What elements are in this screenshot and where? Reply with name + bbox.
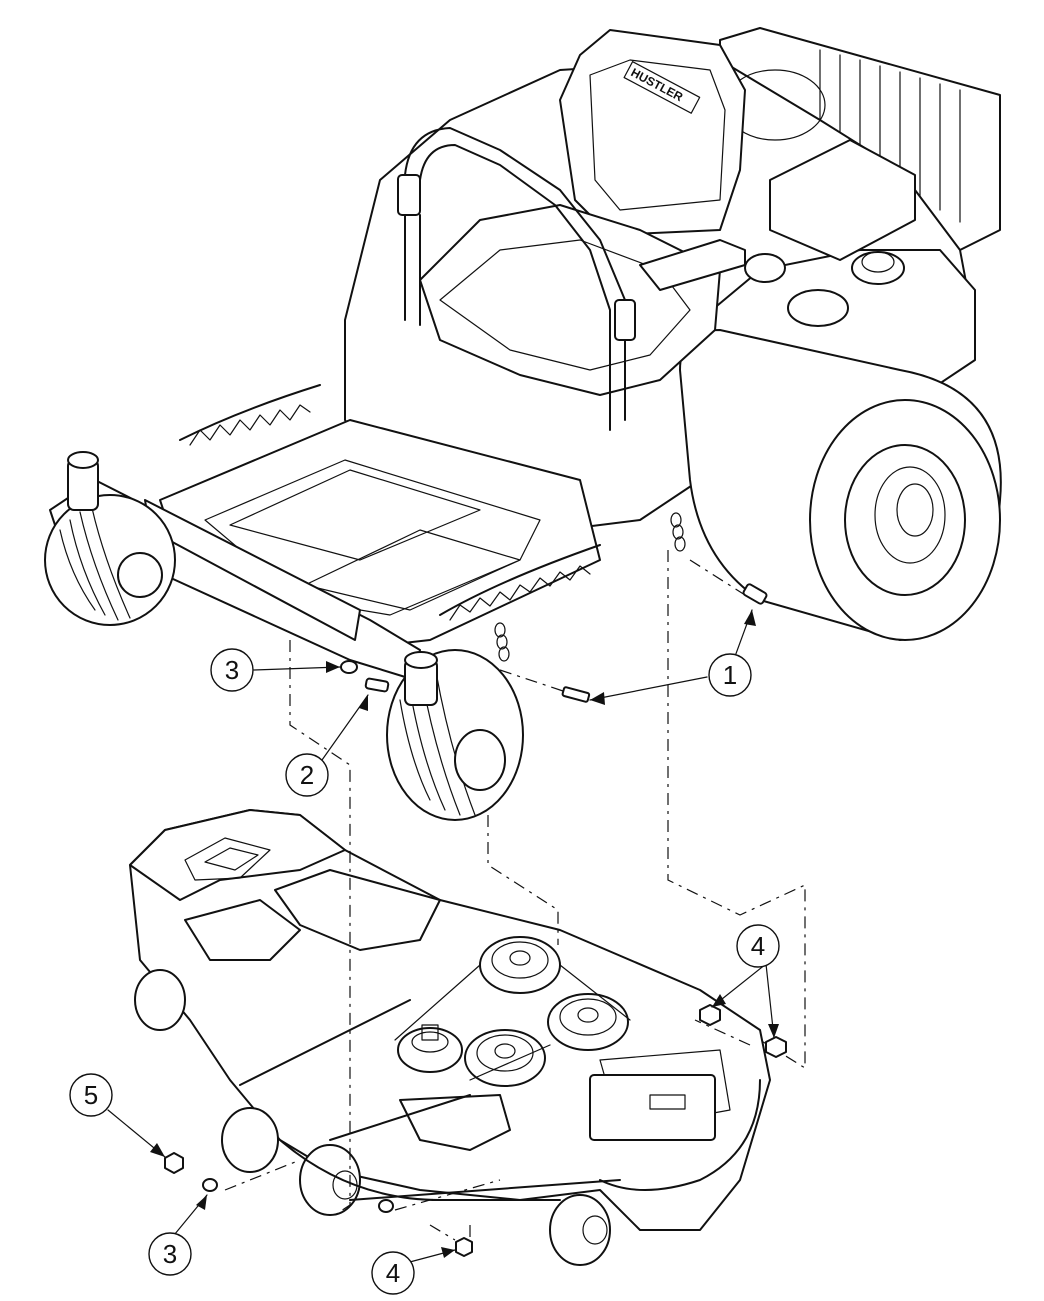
washer-3b (202, 1178, 218, 1192)
svg-text:3: 3 (163, 1239, 177, 1269)
svg-text:3: 3 (225, 655, 239, 685)
nut-4c (378, 1199, 394, 1213)
bolt-1a (742, 583, 768, 605)
callout-4-right: 4 (736, 924, 780, 968)
nut-4b (765, 1036, 787, 1058)
leader-arrowheads (150, 610, 779, 1258)
callout-5: 5 (69, 1073, 113, 1117)
nut-4d (455, 1237, 473, 1257)
svg-text:4: 4 (386, 1258, 400, 1288)
mower-body: HUSTLER (44, 27, 1002, 821)
nut-4a (699, 1004, 721, 1026)
nut-5 (164, 1152, 184, 1174)
hardware (164, 583, 787, 1257)
callout-2: 2 (285, 753, 329, 797)
svg-text:4: 4 (751, 931, 765, 961)
spindle-pulleys (397, 936, 629, 1087)
callout-3-lower: 3 (148, 1232, 192, 1276)
callout-3-upper: 3 (210, 648, 254, 692)
washer-3a (340, 660, 358, 674)
pin-2 (364, 677, 390, 693)
svg-text:1: 1 (723, 660, 737, 690)
svg-text:2: 2 (300, 760, 314, 790)
bolt-1b (561, 686, 591, 703)
callout-1: 1 (708, 653, 752, 697)
mower-deck (129, 809, 771, 1266)
svg-text:5: 5 (84, 1080, 98, 1110)
callout-4-bottom: 4 (371, 1251, 415, 1295)
